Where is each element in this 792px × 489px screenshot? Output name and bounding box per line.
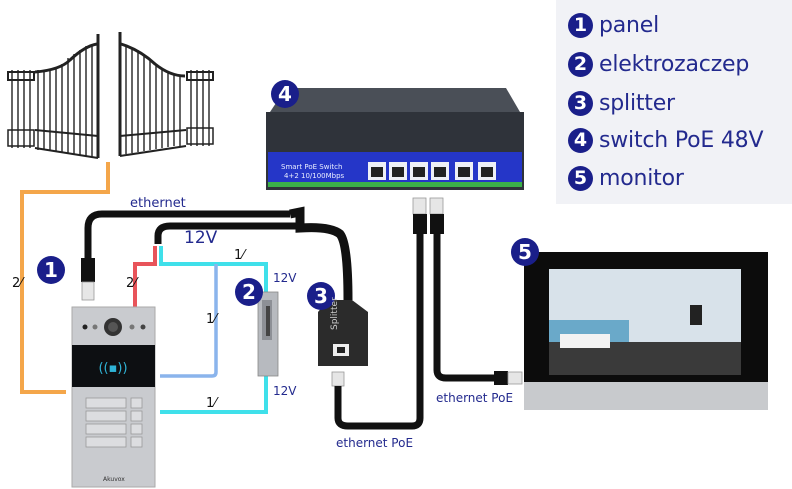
splitter-label: Splitter — [330, 297, 340, 330]
blue-wire — [160, 264, 218, 378]
ethernet-label: ethernet — [130, 196, 186, 211]
ethernet-poe-monitor-label: ethernet PoE — [436, 391, 514, 405]
badge-panel: 1 — [37, 256, 65, 284]
legend-number: 5 — [568, 165, 593, 191]
monitor-device — [524, 252, 768, 410]
legend-label: switch PoE 48V — [599, 127, 764, 153]
wire-count-blue: 1⁄ — [206, 312, 217, 327]
switch-spec: 4+2 10/100Mbps — [284, 172, 345, 180]
door-panel-device: ((▪)) — [71, 306, 156, 488]
legend-panel: 1 panel 2 elektrozaczep 3 splitter 4 swi… — [556, 0, 792, 204]
red-wire — [133, 246, 157, 308]
switch-title: Smart PoE Switch — [281, 163, 343, 171]
legend-label: elektrozaczep — [599, 51, 750, 77]
legend-item: 4 switch PoE 48V — [568, 125, 764, 155]
electric-lock-device — [257, 291, 279, 377]
svg-text:((▪)): ((▪)) — [98, 361, 127, 376]
legend-item: 1 panel — [568, 10, 659, 40]
wire-count-red: 2⁄ — [126, 276, 137, 291]
poe-cable-monitor — [433, 232, 500, 382]
legend-number: 1 — [568, 12, 593, 38]
ethernet-poe-splitter-label: ethernet PoE — [336, 436, 414, 450]
legend-number: 4 — [568, 127, 593, 153]
legend-label: monitor — [599, 165, 684, 191]
gate-image — [7, 32, 214, 159]
splitter-device — [318, 300, 368, 366]
voltage-label-lock-top: 12V — [273, 271, 297, 285]
gate-wire — [20, 162, 110, 394]
panel-brand: Akuvox — [103, 476, 125, 483]
voltage-label-lock-bottom: 12V — [273, 384, 297, 398]
legend-label: panel — [599, 12, 660, 38]
poe-cable-splitter — [334, 232, 424, 430]
badge-lock: 2 — [235, 278, 263, 306]
legend-item: 3 splitter — [568, 88, 675, 118]
wire-count-cyan-top: 1⁄ — [234, 248, 245, 263]
switch-device — [266, 88, 524, 190]
ethernet-cable — [84, 210, 290, 262]
badge-splitter: 3 — [307, 282, 335, 310]
wire-count-cyan-bottom: 1⁄ — [206, 396, 217, 411]
power-cable — [154, 222, 300, 244]
badge-monitor: 5 — [511, 238, 539, 266]
badge-switch: 4 — [271, 80, 299, 108]
cyan-wire — [159, 246, 268, 414]
voltage-label-top: 12V — [184, 228, 218, 248]
wire-count-gate: 2⁄ — [12, 276, 23, 291]
legend-number: 3 — [568, 90, 593, 116]
legend-number: 2 — [568, 51, 593, 77]
legend-item: 5 monitor — [568, 163, 684, 193]
legend-item: 2 elektrozaczep — [568, 49, 749, 79]
legend-label: splitter — [599, 90, 675, 116]
